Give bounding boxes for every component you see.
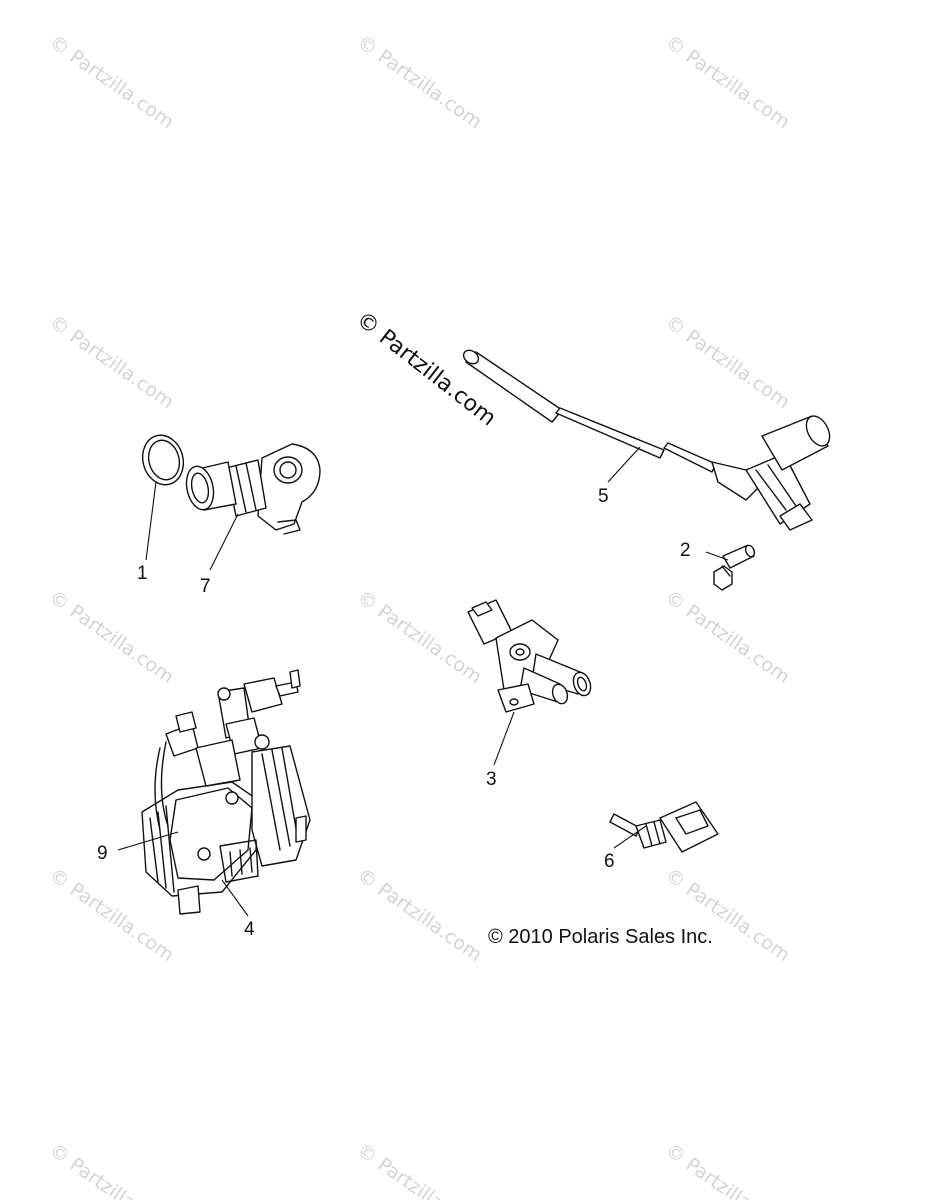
part-9-4-throttle-body[interactable] bbox=[141, 669, 311, 915]
part-5-sensor-cable[interactable] bbox=[461, 347, 834, 531]
part-3-valve[interactable] bbox=[467, 599, 594, 713]
part-7-speed-sensor[interactable] bbox=[183, 443, 321, 535]
watermark: © Partzilla.com bbox=[353, 864, 486, 966]
part-6-temp-sensor[interactable] bbox=[609, 801, 719, 853]
callout-4: 4 bbox=[244, 919, 255, 940]
leader-lines bbox=[117, 446, 729, 917]
watermark: © Partzilla.com bbox=[661, 311, 794, 413]
watermark: © Partzilla.com bbox=[45, 586, 178, 688]
callout-7: 7 bbox=[200, 576, 211, 597]
part-1-o-ring[interactable] bbox=[137, 431, 189, 490]
leader-1 bbox=[145, 481, 157, 561]
callout-6: 6 bbox=[604, 851, 615, 872]
watermark: © Partzilla.com bbox=[45, 31, 178, 133]
callout-labels: 1 7 5 2 3 6 9 4 bbox=[97, 486, 691, 940]
callout-3: 3 bbox=[486, 769, 497, 790]
watermark: © Partzilla.com bbox=[661, 1139, 794, 1200]
leader-3 bbox=[493, 711, 515, 766]
watermark: © Partzilla.com bbox=[661, 586, 794, 688]
watermark-layer: © Partzilla.com © Partzilla.com © Partzi… bbox=[45, 31, 794, 1200]
part-2-bolt[interactable] bbox=[713, 544, 756, 591]
copyright-notice: © 2010 Polaris Sales Inc. bbox=[488, 926, 713, 948]
leader-2 bbox=[705, 551, 729, 561]
leader-9 bbox=[117, 831, 179, 851]
watermark: © Partzilla.com bbox=[353, 586, 486, 688]
watermark: © Partzilla.com bbox=[661, 31, 794, 133]
watermark: © Partzilla.com bbox=[45, 311, 178, 413]
leader-7 bbox=[209, 513, 239, 571]
watermark: © Partzilla.com bbox=[661, 864, 794, 966]
leader-6 bbox=[613, 825, 647, 849]
watermark: © Partzilla.com bbox=[353, 31, 486, 133]
callout-2: 2 bbox=[680, 540, 691, 561]
callout-1: 1 bbox=[137, 563, 148, 584]
watermark: © Partzilla.com bbox=[45, 1139, 178, 1200]
callout-5: 5 bbox=[598, 486, 609, 507]
leader-5 bbox=[607, 446, 641, 483]
watermark: © Partzilla.com bbox=[353, 1139, 486, 1200]
leader-4 bbox=[221, 879, 249, 917]
callout-9: 9 bbox=[97, 843, 108, 864]
